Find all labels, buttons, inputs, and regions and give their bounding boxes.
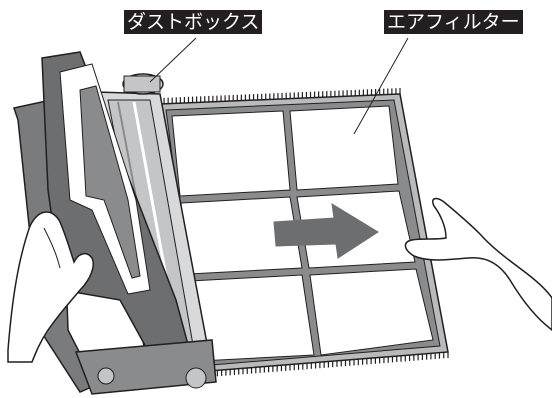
filter-panel [310, 269, 433, 355]
air-filter-label: エアフィルター [384, 10, 523, 34]
dust-box-label: ダストボックス [124, 10, 262, 34]
filter-panel [172, 111, 290, 196]
dust-box-leader-line [150, 38, 196, 82]
filter-panel [290, 106, 398, 190]
